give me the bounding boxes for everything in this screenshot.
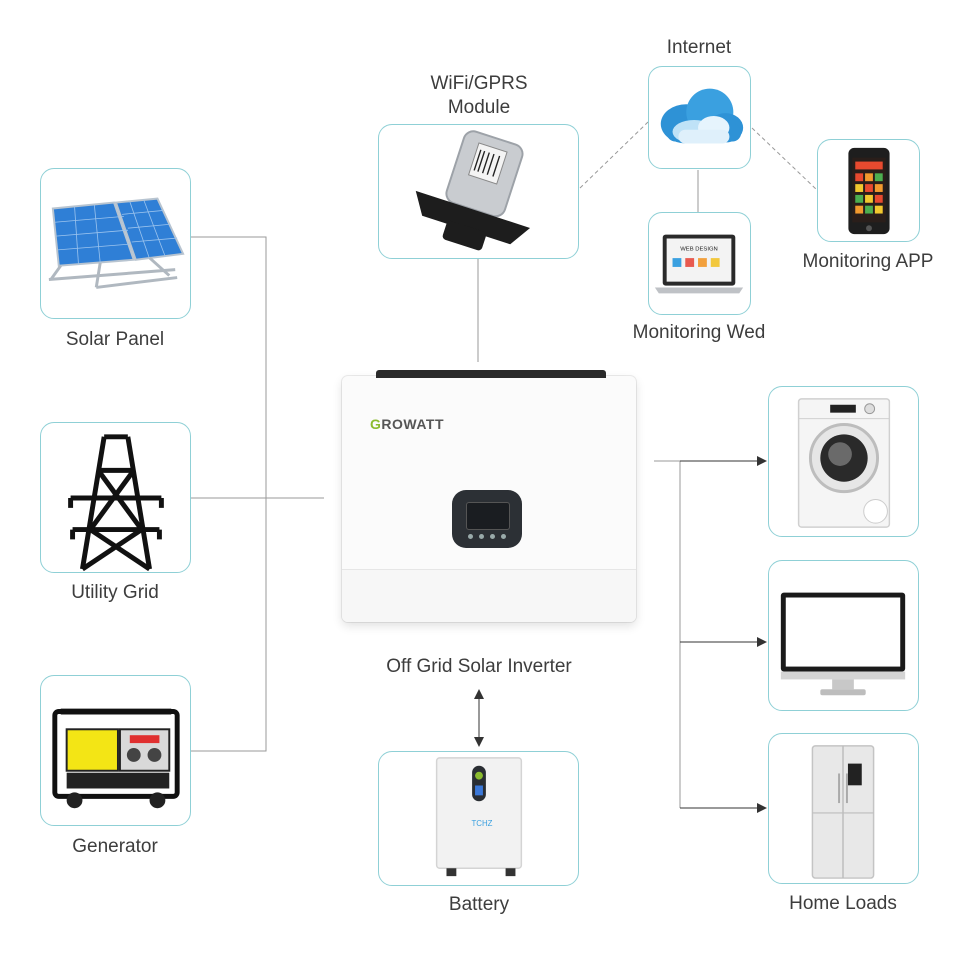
wifi-module-card (378, 124, 579, 259)
washing-machine-card (768, 386, 919, 537)
battery-icon: TCHZ (435, 757, 523, 877)
inverter-label: Off Grid Solar Inverter (386, 656, 572, 677)
monitor-icon (780, 592, 906, 696)
smartphone-icon (848, 147, 890, 235)
power-tower-icon (68, 434, 164, 572)
utility-grid-card (40, 422, 191, 573)
solar-panel-label: Solar Panel (65, 329, 165, 350)
internet-label: Internet (666, 37, 732, 58)
refrigerator-icon (811, 745, 875, 879)
wifi-module-label-line1: WiFi/GPRS (430, 73, 528, 94)
cloud-icon (660, 88, 744, 144)
wifi-module-label-line2: Module (447, 97, 511, 118)
solar-panel-card (40, 168, 191, 319)
wifi-module-icon (415, 130, 531, 251)
inverter-brand-g: G (370, 416, 382, 432)
generator-label: Generator (72, 836, 158, 857)
monitoring-app-card (817, 139, 920, 242)
generator-icon (52, 708, 180, 809)
utility-grid-label: Utility Grid (71, 582, 159, 603)
internet-card (648, 66, 751, 169)
inverter-lcd-screen (466, 502, 510, 530)
inverter-buttons (466, 532, 508, 542)
inverter-display-panel (452, 490, 522, 548)
home-loads-label: Home Loads (789, 893, 897, 914)
inverter-bottom-section (342, 569, 636, 622)
generator-card (40, 675, 191, 826)
washing-machine-icon (797, 398, 891, 528)
monitoring-app-label: Monitoring APP (802, 251, 934, 272)
wifi-module-label: WiFi/GPRS Module (430, 72, 527, 120)
inverter-unit: GROWATT (342, 370, 636, 622)
inverter-brand-rest: ROWATT (381, 416, 445, 432)
laptop-screen-text: WEB DESIGN (680, 246, 718, 252)
inverter-top-terminals (376, 370, 606, 378)
refrigerator-card (768, 733, 919, 884)
laptop-icon: WEB DESIGN (654, 234, 744, 294)
battery-label: Battery (448, 894, 510, 915)
monitoring-web-card: WEB DESIGN (648, 212, 751, 315)
battery-card: TCHZ (378, 751, 579, 886)
battery-brand: TCHZ (471, 819, 492, 828)
monitor-card (768, 560, 919, 711)
solar-panel-icon (48, 197, 185, 289)
monitoring-web-label: Monitoring Wed (632, 322, 766, 343)
inverter-brand: GROWATT (370, 416, 444, 432)
